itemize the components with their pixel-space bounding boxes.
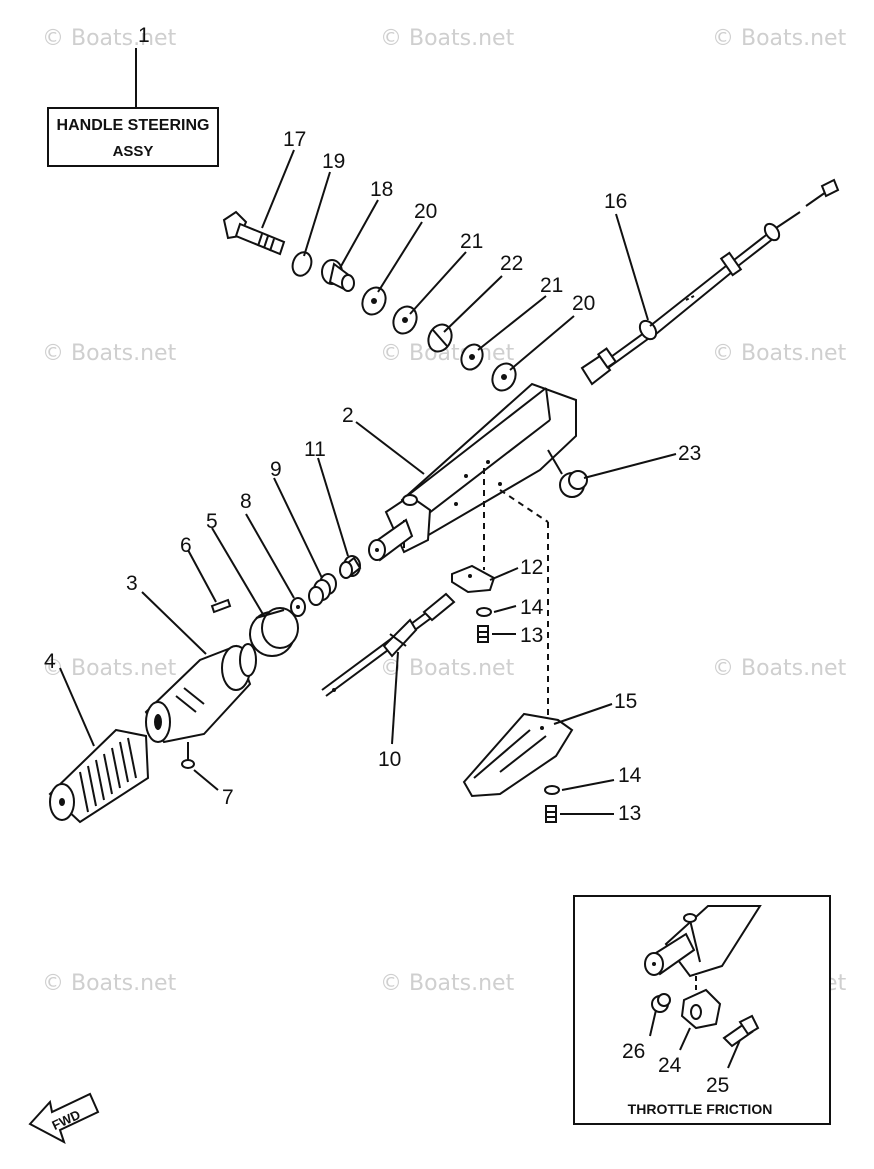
callout-13: 13: [618, 802, 641, 825]
callout-2: 2: [342, 404, 354, 427]
callout-4: 4: [44, 650, 56, 673]
friction-plate-15: [462, 712, 574, 798]
watermark: © Boats.net: [712, 656, 847, 681]
bushing-11: [339, 555, 362, 579]
callout-20: 20: [414, 200, 437, 223]
watermark: © Boats.net: [712, 26, 847, 51]
callout-12: 12: [520, 556, 543, 579]
throttle-grip-3: [144, 643, 257, 744]
callout-14: 14: [520, 596, 544, 619]
callout-6: 6: [180, 534, 192, 557]
callout-1: 1: [138, 24, 150, 47]
washer-hole: [296, 605, 300, 609]
throttle-cable-16: [580, 178, 840, 386]
inset-throttle-friction: 26 24 25 THROTTLE FRICTION: [573, 895, 831, 1125]
callout-20: 20: [572, 292, 595, 315]
watermark: © Boats.net: [380, 26, 515, 51]
callout-18: 18: [370, 178, 393, 201]
spring-9: [308, 573, 337, 606]
collar-5: [249, 607, 299, 657]
callout-numbers: 1 17 19 18 20 21 22 21 20 16 2 23 11 9 8…: [44, 24, 701, 825]
callout-8: 8: [240, 490, 252, 513]
watermark: © Boats.net: [380, 971, 515, 996]
title-box: HANDLE STEERING ASSY: [47, 48, 219, 167]
washer-14b: [544, 785, 560, 795]
washer-detail: [432, 329, 448, 347]
callout-17: 17: [283, 128, 306, 151]
throttle-shaft-10: [321, 592, 456, 697]
callout-21: 21: [540, 274, 563, 297]
watermark: © Boats.net: [42, 341, 177, 366]
grip-4: [48, 728, 150, 824]
callout-3: 3: [126, 572, 138, 595]
screw-7: [181, 742, 195, 769]
watermark: © Boats.net: [42, 26, 177, 51]
watermark: © Boats.net: [42, 971, 177, 996]
callout-15: 15: [614, 690, 637, 713]
washer-14a: [476, 607, 492, 617]
watermark: © Boats.net: [712, 341, 847, 366]
fwd-arrow-icon: FWD: [28, 1092, 100, 1145]
leader-lines: [59, 149, 677, 815]
tiller-arm-2: [368, 382, 577, 562]
callout-22: 22: [500, 252, 523, 275]
callout-9: 9: [270, 458, 282, 481]
callout-11: 11: [304, 438, 326, 461]
callout-19: 19: [322, 150, 345, 173]
collar-18: [321, 259, 355, 292]
bracket-12: [451, 564, 496, 594]
callout-13: 13: [520, 624, 543, 647]
washer-hole: [371, 298, 377, 304]
callout-26: 26: [622, 1040, 645, 1063]
guide-lines: [483, 449, 563, 720]
screw-13a: [477, 625, 489, 643]
washer-hole: [402, 317, 408, 323]
callout-16: 16: [604, 190, 627, 213]
title-line1: HANDLE STEERING: [57, 117, 210, 134]
callout-21: 21: [460, 230, 483, 253]
callout-25: 25: [706, 1074, 729, 1097]
callout-14: 14: [618, 764, 642, 787]
screw-13b: [545, 805, 557, 823]
callout-23: 23: [678, 442, 701, 465]
bolt-17: [222, 210, 286, 256]
washer-hole: [501, 374, 507, 380]
pin-6: [210, 598, 232, 614]
washer-19: [291, 251, 313, 277]
title-line2: ASSY: [113, 143, 154, 160]
washer-hole: [469, 354, 475, 360]
cap-23: [559, 470, 588, 498]
watermark: © Boats.net: [380, 656, 515, 681]
callout-7: 7: [222, 786, 234, 809]
callout-24: 24: [658, 1054, 682, 1077]
callout-5: 5: [206, 510, 218, 533]
watermark: © Boats.net: [42, 656, 177, 681]
inset-title: THROTTLE FRICTION: [628, 1101, 773, 1117]
watermarks: © Boats.net © Boats.net © Boats.net © Bo…: [42, 26, 847, 996]
callout-10: 10: [378, 748, 401, 771]
